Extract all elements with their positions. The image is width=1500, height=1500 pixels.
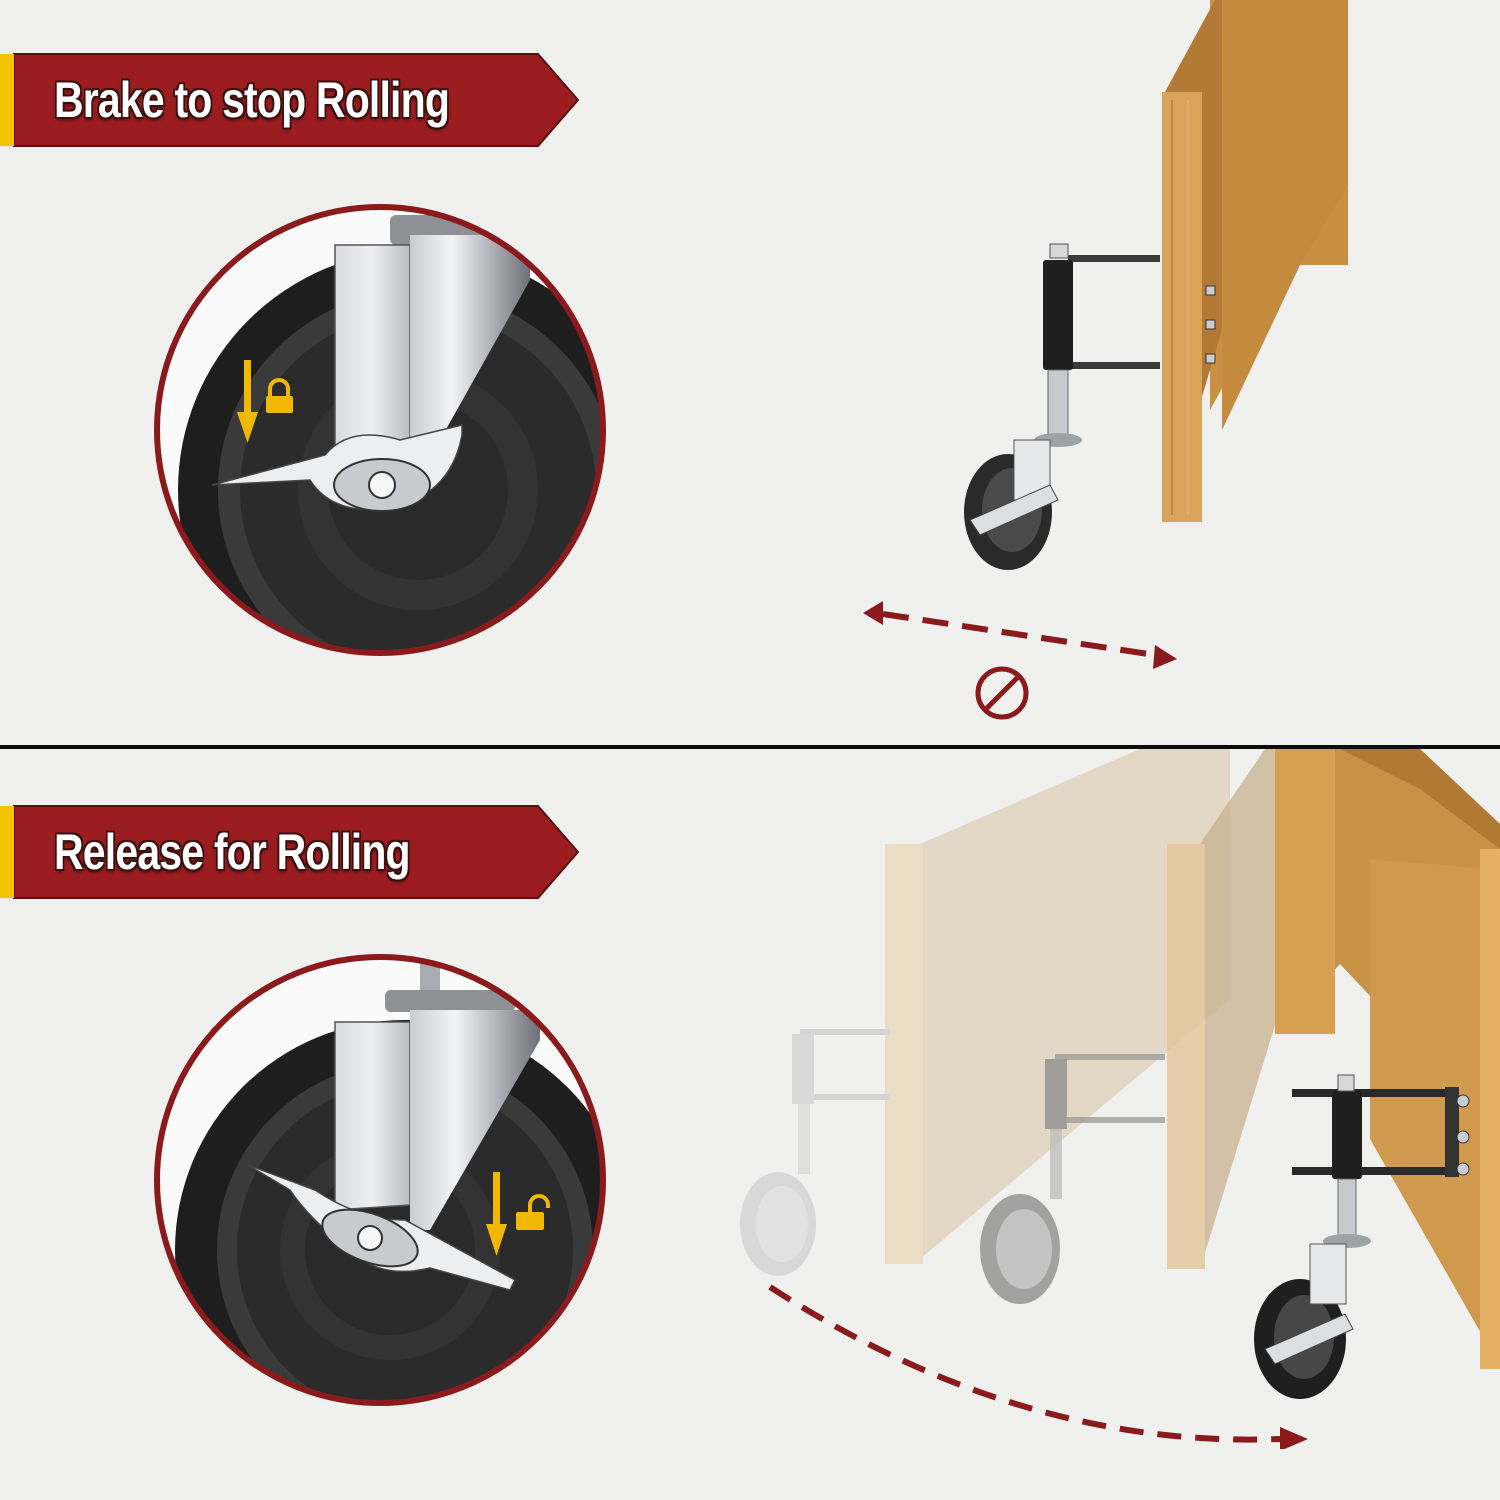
brake-detail-circle: [154, 204, 606, 656]
lock-open-icon: [516, 1194, 550, 1230]
brake-banner-label: Brake to stop Rolling: [54, 72, 450, 128]
lock-closed-icon: [266, 378, 293, 413]
no-entry-icon: [975, 666, 1029, 720]
gate-release-scene: [740, 749, 1500, 1449]
gate-ghost-position-1: [740, 749, 1230, 1276]
banner-arrow-shape: [0, 53, 580, 147]
curved-dashed-arrow-right: [768, 1284, 1308, 1449]
banner-arrow-shape: [0, 805, 580, 899]
gate-current-position: [1254, 749, 1500, 1399]
release-banner-label: Release for Rolling: [54, 824, 411, 880]
release-detail-circle: [154, 954, 606, 1406]
gate-braked-scene: [964, 0, 1348, 570]
arrow-down-icon: [486, 1172, 507, 1256]
gate-ghost-position-2: [980, 749, 1280, 1304]
section-divider: [0, 745, 1500, 749]
release-panel: Release for Rolling: [0, 749, 1500, 1500]
arrow-down-icon: [237, 360, 258, 443]
blocked-motion-arrow: [863, 601, 1177, 669]
release-banner: Release for Rolling: [0, 802, 580, 902]
brake-panel: Brake to stop Rolling: [0, 0, 1500, 745]
brake-banner: Brake to stop Rolling: [0, 50, 580, 150]
